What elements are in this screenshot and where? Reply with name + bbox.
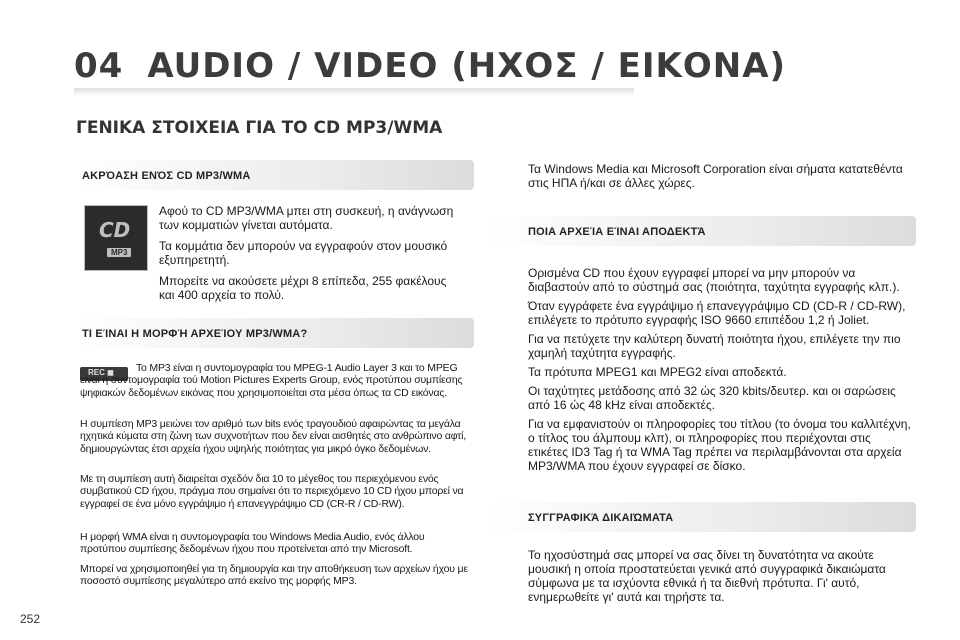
mp3-format-para-5: Μπορεί να χρησιμοποιηθεί για τη δημιουργ… [80, 563, 468, 588]
paragraph: Όταν εγγράφετε ένα εγγράψιμο ή επανεγγρά… [528, 299, 906, 327]
accepted-files-text: Ορισμένα CD που έχουν εγγραφεί μπορεί να… [528, 266, 913, 473]
subheading-copyright: ΣΥΓΓΡΑΦΙΚΆ ΔΙΚΑΙΏΜΑΤΑ [528, 512, 674, 524]
subheading-accepted-files: ΠΟΙΑ ΑΡΧΕΊΑ ΕΊΝΑΙ ΑΠΟΔΕΚΤΆ [528, 226, 706, 238]
chapter-title: AUDIO / VIDEO (ΗΧΟΣ / ΕΙΚΟΝΑ) [147, 46, 787, 86]
cd-playback-text: Αφού το CD MP3/WMA μπει στη συσκευή, η α… [159, 204, 464, 302]
chapter-number: 04 [74, 46, 124, 86]
header-divider [74, 88, 634, 96]
chapter-heading: 04 AUDIO / VIDEO (ΗΧΟΣ / ΕΙΚΟΝΑ) [74, 46, 786, 86]
mp3-format-para-3: Με τη συμπίεση αυτή διαιρείται σχεδόν δι… [80, 473, 464, 510]
mp3-format-para-4: Η μορφή WMA είναι η συντομογραφία του Wi… [80, 531, 425, 556]
page-number: 252 [20, 612, 41, 626]
subheading-mp3-format: ΤΙ ΕΊΝΑΙ Η ΜΟΡΦΉ ΑΡΧΕΊΟΥ MP3/WMA? [82, 328, 308, 340]
mp3-icon-label: MP3 [107, 248, 132, 257]
subheading-bar [74, 318, 474, 348]
paragraph: Τα πρότυπα MPEG1 και MPEG2 είναι αποδεκτ… [528, 365, 787, 379]
paragraph: Τα κομμάτια δεν μπορούν να εγγραφούν στο… [159, 239, 448, 267]
subheading-bar [74, 160, 474, 190]
copyright-text: Το ηχοσύστημά σας μπορεί να σας δίνει τη… [528, 548, 886, 604]
paragraph: Μπορείτε να ακούσετε μέχρι 8 επίπεδα, 25… [159, 274, 447, 302]
mp3-format-para-2: Η συμπίεση MP3 μειώνει τον αριθμό των bi… [80, 418, 466, 455]
section-title: ΓΕΝΙΚΑ ΣΤΟΙΧΕΙΑ ΓΙΑ ΤΟ CD MP3/WMA [76, 118, 443, 138]
cd-mp3-icon: CD MP3 [84, 205, 148, 271]
subheading-cd-playback: ΑΚΡΌΑΣΗ ΕΝΌΣ CD MP3/WMA [82, 170, 251, 182]
rec-icon: REC ◼ [80, 367, 128, 381]
cd-icon-label: CD [99, 218, 131, 242]
subheading-bar [486, 502, 916, 532]
paragraph: Ορισμένα CD που έχουν εγγραφεί μπορεί να… [528, 266, 900, 294]
mp3-format-para-1: Το MP3 είναι η συντομογραφία του MPEG-1 … [80, 362, 463, 399]
paragraph: Οι ταχύτητες μετάδοσης από 32 ώς 320 kbi… [528, 384, 896, 412]
trademark-note: Τα Windows Media και Microsoft Corporati… [528, 162, 903, 190]
paragraph: Για να πετύχετε την καλύτερη δυνατή ποιό… [528, 332, 901, 360]
subheading-bar [486, 216, 916, 246]
paragraph: Για να εμφανιστούν οι πληροφορίες του τί… [528, 417, 911, 473]
paragraph: Αφού το CD MP3/WMA μπει στη συσκευή, η α… [159, 204, 454, 232]
rec-icon-label: REC ◼ [88, 368, 114, 377]
